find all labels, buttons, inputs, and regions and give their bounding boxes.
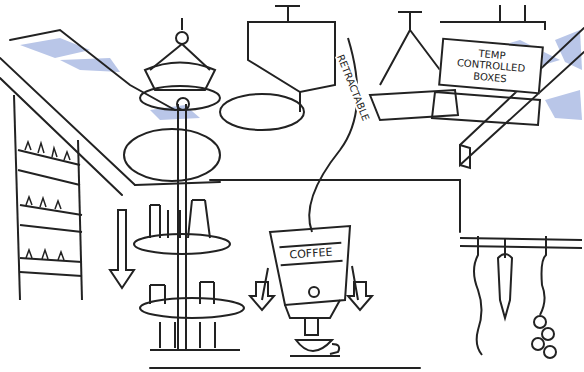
coffee-machine xyxy=(250,226,372,356)
sketch-stroke xyxy=(18,150,80,165)
sketch-stroke xyxy=(150,367,420,369)
sketch-stroke xyxy=(440,22,545,30)
sketch-stroke xyxy=(0,78,122,195)
sketch-stroke xyxy=(309,287,319,297)
sketch-stroke xyxy=(542,328,554,340)
down-arrow xyxy=(110,210,134,288)
temp-box-frame xyxy=(432,5,545,125)
sketch-stroke xyxy=(20,205,82,215)
sketch-stroke xyxy=(250,282,274,310)
sketch-stroke xyxy=(262,266,358,300)
sketch-stroke xyxy=(140,86,220,110)
sketch-stroke xyxy=(140,298,244,318)
sketch-stroke xyxy=(20,38,90,58)
sketch-stroke xyxy=(200,282,214,304)
sketch-stroke xyxy=(370,90,458,120)
sketch-stroke xyxy=(20,258,82,262)
sketch-stroke xyxy=(398,12,422,30)
sketch-stroke xyxy=(124,129,220,181)
sketch-stroke xyxy=(25,142,70,160)
sketch-stroke xyxy=(18,170,80,185)
sketch-stroke xyxy=(150,205,160,238)
sketch-stroke xyxy=(500,5,525,22)
ceiling-beams xyxy=(0,28,584,368)
sketch-stroke xyxy=(474,236,482,355)
sketch-stroke xyxy=(270,226,350,305)
sketch-stroke xyxy=(380,30,440,85)
box-text: TEMP CONTROLLED BOXES xyxy=(441,45,542,88)
sketch-stroke xyxy=(26,197,61,209)
sketch-stroke xyxy=(176,32,188,44)
sketch-stroke xyxy=(185,104,187,350)
sketch-stroke xyxy=(150,349,240,351)
hanging-rail xyxy=(460,236,582,358)
sketch-stroke xyxy=(296,340,332,351)
coffee-band: COFFEE xyxy=(279,242,342,266)
sketch-stroke xyxy=(248,22,335,92)
hanging-basket xyxy=(140,18,220,110)
sketch-stroke xyxy=(460,145,470,168)
sketch-stroke xyxy=(168,210,180,238)
sketch-stroke xyxy=(275,6,300,22)
sketch-stroke xyxy=(181,18,183,30)
sketch-stroke xyxy=(498,238,512,318)
sketch-stroke xyxy=(285,300,340,318)
sketch-stroke xyxy=(299,92,301,112)
box-text: COFFEE xyxy=(289,246,333,262)
sky-patches xyxy=(20,30,582,120)
sketch-stroke xyxy=(188,200,210,238)
sketch-stroke xyxy=(177,104,179,350)
sketch-stroke xyxy=(544,346,556,358)
sketch-stroke xyxy=(540,236,546,315)
sketch-stroke xyxy=(26,250,64,260)
sketch-stroke xyxy=(432,92,540,125)
sketch-stroke xyxy=(545,90,582,120)
sketch-stroke xyxy=(134,234,230,254)
sketch-stroke xyxy=(455,180,460,232)
hanging-hopper xyxy=(220,6,335,130)
temp-box: TEMP CONTROLLED BOXES xyxy=(438,38,544,95)
sketch-stroke xyxy=(532,338,544,350)
sketch-stroke xyxy=(0,58,135,185)
sketch-stroke xyxy=(210,179,455,181)
sketch-stroke xyxy=(220,94,304,130)
sketch-stroke xyxy=(330,344,339,354)
sketch-stroke xyxy=(534,316,546,328)
sketch-stroke xyxy=(150,285,165,304)
sketch-stroke xyxy=(348,282,372,310)
sketch-stroke xyxy=(20,272,82,276)
sketch-stroke xyxy=(160,322,215,348)
rotating-tier-stand xyxy=(124,104,244,350)
sketch-stroke xyxy=(555,30,582,70)
sketch-stroke xyxy=(290,355,340,357)
sketch-stroke xyxy=(305,318,318,335)
sketch-stroke xyxy=(110,210,134,288)
cord-label: RETRACTABLE xyxy=(335,53,372,122)
sketch-stroke xyxy=(14,95,20,300)
sketch-stroke xyxy=(20,225,82,232)
wall-shelf-ladder xyxy=(14,95,82,300)
